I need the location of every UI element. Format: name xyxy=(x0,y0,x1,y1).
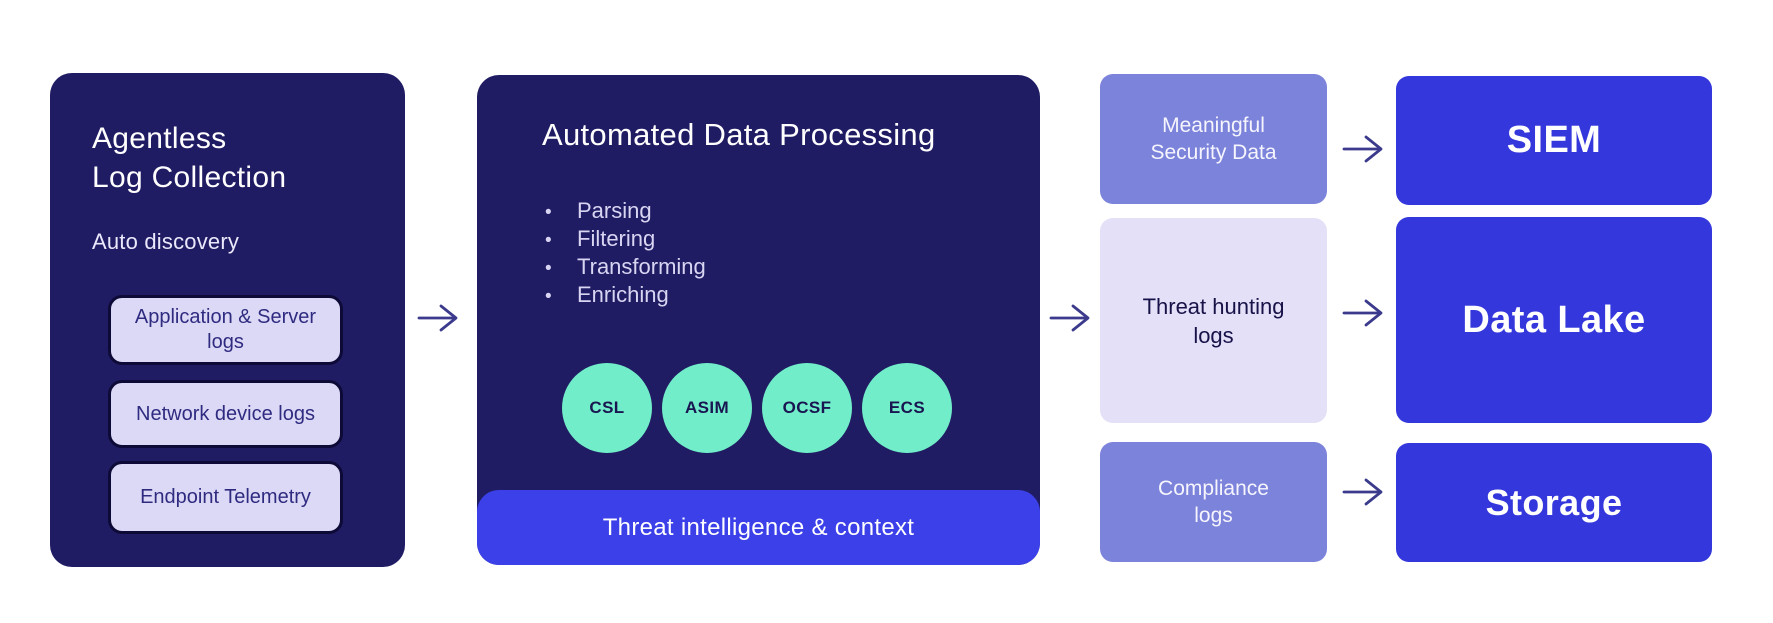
bullet-icon: • xyxy=(545,286,552,307)
arrow-right-icon xyxy=(1342,133,1384,165)
bullet-icon: • xyxy=(545,202,552,223)
processing-step-label: Enriching xyxy=(577,282,669,307)
output-box-meaningful-security-data: Meaningful Security Data xyxy=(1100,74,1327,204)
destination-box-storage: Storage xyxy=(1396,443,1712,562)
processing-step-label: Filtering xyxy=(577,226,656,251)
schema-circle-csl: CSL xyxy=(562,363,652,453)
arrow-right-icon xyxy=(1342,297,1384,329)
processing-steps-list: • Parsing • Filtering • Transforming • E… xyxy=(545,197,706,309)
bullet-icon: • xyxy=(545,230,552,251)
processing-step-label: Transforming xyxy=(577,254,706,279)
threat-intelligence-bar: Threat intelligence & context xyxy=(477,490,1040,565)
arrow-right-icon xyxy=(1342,476,1384,508)
schema-circle-ocsf: OCSF xyxy=(762,363,852,453)
arrow-right-icon xyxy=(1049,302,1091,334)
schema-circle-ecs: ECS xyxy=(862,363,952,453)
processing-step-label: Parsing xyxy=(577,198,652,223)
arrow-right-icon xyxy=(417,302,459,334)
schema-circles-row: CSL ASIM OCSF ECS xyxy=(562,363,952,453)
processing-step: • Filtering xyxy=(545,225,706,253)
output-box-compliance-logs: Compliance logs xyxy=(1100,442,1327,562)
processing-step: • Transforming xyxy=(545,253,706,281)
destination-box-siem: SIEM xyxy=(1396,76,1712,205)
processing-step: • Parsing xyxy=(545,197,706,225)
bullet-icon: • xyxy=(545,258,552,279)
log-source-chip-endpoint-telemetry: Endpoint Telemetry xyxy=(108,461,343,534)
automated-data-processing-panel: Automated Data Processing • Parsing • Fi… xyxy=(477,75,1040,565)
processing-step: • Enriching xyxy=(545,281,706,309)
collection-panel-title: Agentless Log Collection xyxy=(92,122,287,194)
processing-panel-title: Automated Data Processing xyxy=(542,117,936,152)
collection-panel-subtitle: Auto discovery xyxy=(92,229,240,254)
schema-circle-asim: ASIM xyxy=(662,363,752,453)
log-source-chip-network-device-logs: Network device logs xyxy=(108,380,343,448)
destination-box-data-lake: Data Lake xyxy=(1396,217,1712,423)
output-box-threat-hunting-logs: Threat hunting logs xyxy=(1100,218,1327,423)
agentless-log-collection-panel: Agentless Log Collection Auto discovery … xyxy=(50,73,405,567)
log-source-chip-application-server-logs: Application & Server logs xyxy=(108,295,343,365)
